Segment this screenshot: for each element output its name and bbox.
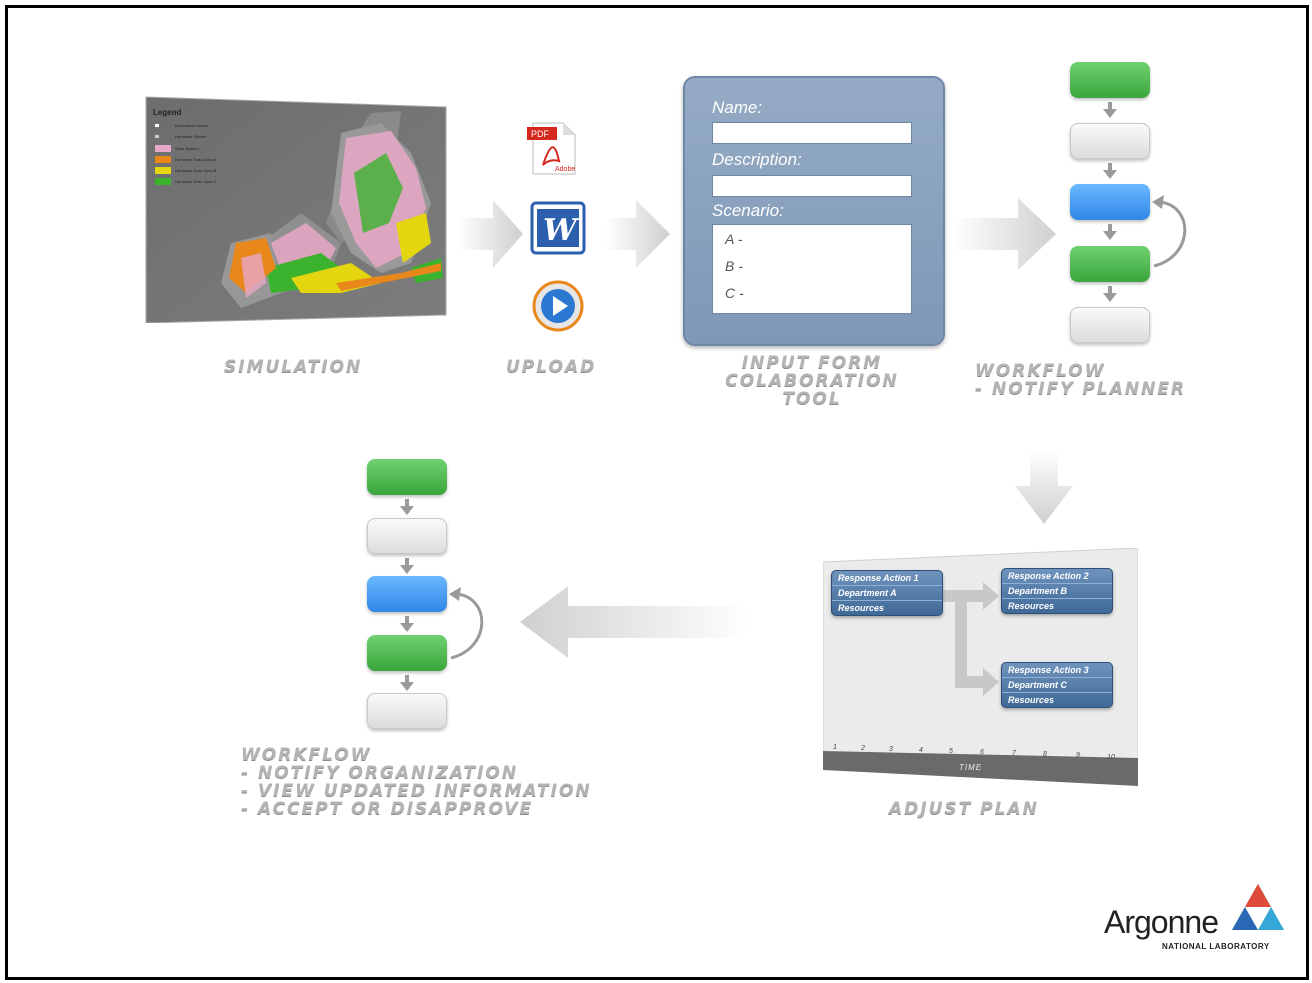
workflow-step [367,693,447,729]
arrow-form-to-workflow [953,198,1056,270]
scenario-option: C - [725,285,744,301]
time-tick: 3 [889,746,893,753]
caption-input-form: INPUT FORM COLABORATION TOOL [725,353,899,409]
scenario-option: B - [725,258,743,274]
scenario-label: Scenario: [712,201,784,220]
adjust-plan-board: Response Action 1 Department A Resources… [823,548,1138,788]
card-resources: Resources [1008,695,1055,705]
caption-workflow-planner: WORKFLOW - NOTIFY PLANNER [975,361,1187,399]
card-action: Response Action 2 [1002,569,1112,584]
simulation-map: Legend Evacuation Center Hurricane Shelt… [141,93,449,324]
word-icon: W [530,201,586,260]
workflow-step [1070,123,1150,159]
legend-item: Hurricane Shelter [175,134,207,139]
card-action: Response Action 3 [1002,663,1112,678]
workflow-step [1070,246,1150,282]
workflow-step [367,518,447,554]
card-department: Department C [1002,678,1112,693]
svg-text:Adobe: Adobe [555,166,575,173]
response-action-card: Response Action 1 Department A Resources [831,570,943,616]
card-department: Department A [832,586,942,601]
map-legend-items: Evacuation Center Hurricane Shelter Sola… [155,123,217,185]
caption-workflow-organization: WORKFLOW - NOTIFY ORGANIZATION - VIEW UP… [241,745,592,819]
map-legend-title: Legend [153,108,182,117]
legend-item: Evacuation Center [175,123,209,128]
caption-upload: UPLOAD [506,357,597,377]
card-action: Response Action 1 [832,571,942,586]
card-resources: Resources [1008,601,1055,611]
argonne-logo-icon [1232,884,1284,930]
response-action-card: Response Action 3 Department C Resources [1001,662,1113,708]
legend-item: Hurricane Evac Zone B [175,168,217,173]
arrow-workflow-to-plan [1015,450,1073,524]
loop-arrow-icon [1152,195,1187,268]
time-tick: 2 [861,745,865,752]
svg-text:W: W [543,213,580,248]
diagram-frame: Legend Evacuation Center Hurricane Shelt… [5,5,1309,980]
time-axis-label: TIME [959,763,983,772]
input-form: Name: Description: Scenario: A - B - C - [683,76,945,346]
workflow-step [1070,62,1150,98]
workflow-step [1070,307,1150,343]
legend-item: Hurricane Evac Zone A [175,157,216,162]
media-player-icon [532,280,584,337]
workflow-step [367,635,447,671]
workflow-step [367,459,447,495]
card-resources: Resources [838,603,885,613]
name-label: Name: [712,98,763,117]
caption-adjust-plan: ADJUST PLAN [889,799,1039,819]
flow-arrows [458,198,1073,658]
argonne-logo-subtitle: NATIONAL LABORATORY [1162,942,1270,951]
time-tick: 6 [980,749,984,756]
workflow-step-active [367,576,447,612]
response-action-card: Response Action 2 Department B Resources [1001,568,1113,614]
time-tick: 10 [1107,754,1115,761]
time-tick: 7 [1012,750,1016,757]
description-label: Description: [712,150,802,169]
argonne-logo-name: Argonne [1104,904,1219,940]
time-tick: 5 [949,748,953,755]
loop-arrow-icon [449,587,484,660]
workflow-step-active [1070,184,1150,220]
scenario-option: A - [725,231,743,247]
description-field[interactable] [712,175,912,197]
legend-item: Solar System [175,146,199,151]
pdf-icon: PDF Adobe [525,121,580,181]
time-tick: 1 [833,744,837,751]
time-tick: 8 [1043,751,1047,758]
name-field[interactable] [712,122,912,144]
svg-text:PDF: PDF [531,129,550,139]
arrow-map-to-upload [458,200,523,268]
card-department: Department B [1002,584,1112,599]
time-tick: 4 [919,747,923,754]
scenario-field[interactable]: A - B - C - [712,224,912,314]
caption-simulation: SIMULATION [224,357,363,377]
time-tick: 9 [1076,752,1080,759]
legend-item: Hurricane Evac Zone C [175,179,217,184]
arrow-plan-to-workflow [520,586,748,658]
argonne-logo: Argonne NATIONAL LABORATORY [1104,882,1289,957]
arrow-upload-to-form [606,200,670,268]
